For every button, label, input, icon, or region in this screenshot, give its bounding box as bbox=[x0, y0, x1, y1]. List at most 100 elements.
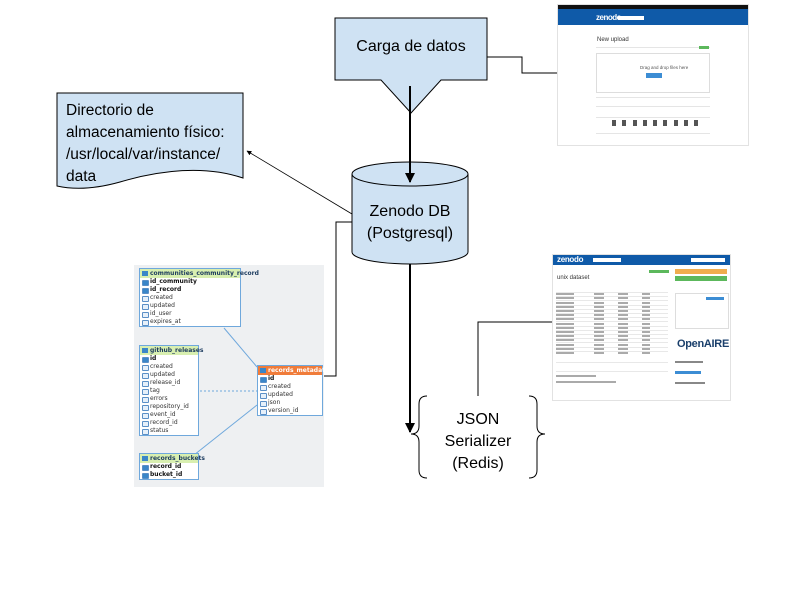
schema-column: json bbox=[258, 399, 322, 407]
divider bbox=[596, 47, 710, 48]
zenodo-logo: zenodo bbox=[557, 255, 584, 264]
carga-shape bbox=[334, 17, 488, 114]
schema-table-header: github_releases bbox=[140, 346, 203, 355]
schema-column: record_id bbox=[140, 419, 198, 427]
connector-serializer-screenshot bbox=[477, 321, 555, 396]
table-cell bbox=[618, 326, 628, 329]
table-cell bbox=[594, 318, 604, 321]
table-cell bbox=[618, 343, 628, 346]
table-row bbox=[556, 334, 668, 335]
table-cell bbox=[594, 301, 604, 304]
schema-column: id bbox=[140, 355, 198, 363]
zenodo-navbar bbox=[558, 9, 748, 25]
table-cell bbox=[642, 326, 650, 329]
table-row bbox=[556, 304, 668, 306]
table-cell bbox=[556, 310, 574, 312]
table-cell bbox=[642, 335, 650, 338]
schema-column: status bbox=[140, 427, 198, 435]
choose-files-button bbox=[646, 73, 662, 78]
schema-column: release_id bbox=[140, 379, 198, 387]
table-cell bbox=[556, 318, 574, 321]
table-cell bbox=[556, 322, 574, 325]
table-row bbox=[556, 313, 668, 314]
schema-column: updated bbox=[140, 371, 198, 379]
schema-column: updated bbox=[140, 302, 240, 310]
table-cell bbox=[556, 343, 574, 346]
table-cell bbox=[594, 331, 604, 333]
schema-column: id_community bbox=[140, 278, 240, 286]
table-cell bbox=[556, 293, 574, 296]
table-cell bbox=[642, 347, 650, 350]
zenodo-db-shape bbox=[351, 161, 469, 265]
row-text bbox=[556, 375, 596, 377]
table-cell bbox=[642, 305, 650, 308]
dropzone bbox=[596, 53, 710, 93]
dropzone-text: Drag and drop files here bbox=[640, 65, 689, 70]
table-row bbox=[556, 300, 668, 302]
table-cell bbox=[594, 293, 604, 296]
divider bbox=[556, 371, 668, 372]
serializer-line: JSON bbox=[456, 411, 500, 428]
upload-type-icon bbox=[694, 120, 698, 126]
divider bbox=[596, 106, 710, 107]
row-text bbox=[556, 381, 616, 383]
record-title: unix dataset bbox=[557, 275, 590, 281]
schema-column: record_id bbox=[140, 463, 198, 471]
sidebar-text bbox=[675, 382, 705, 384]
table-row bbox=[556, 329, 668, 331]
table-cell bbox=[556, 301, 574, 304]
table-cell bbox=[642, 314, 650, 317]
navbar-search bbox=[593, 258, 621, 262]
table-cell bbox=[642, 339, 650, 342]
carga-label: Carga de datos bbox=[356, 38, 466, 55]
serializer-line: (Redis) bbox=[452, 455, 504, 472]
sidebar-green-bar bbox=[675, 276, 727, 281]
table-cell bbox=[594, 335, 604, 338]
db-line: (Postgresql) bbox=[366, 225, 454, 242]
schema-column: created bbox=[258, 383, 322, 391]
schema-column: errors bbox=[140, 395, 198, 403]
schema-column: id bbox=[258, 375, 322, 383]
upload-type-icon bbox=[653, 120, 657, 126]
directorio-shape bbox=[56, 92, 244, 189]
upload-type-icon bbox=[663, 120, 667, 126]
arrow-db-to-directorio bbox=[246, 150, 353, 215]
table-cell bbox=[618, 347, 628, 350]
table-cell bbox=[642, 343, 650, 346]
table-cell bbox=[594, 339, 604, 342]
serializer-line: Serializer bbox=[444, 433, 512, 450]
table-cell bbox=[618, 318, 628, 321]
table-cell bbox=[594, 297, 604, 300]
sidebar-orange-bar bbox=[675, 269, 727, 274]
open-access-badge bbox=[649, 270, 669, 273]
schema-table-header: communities_community_record bbox=[140, 269, 259, 278]
directorio-line: data bbox=[66, 168, 97, 185]
zenodo-db-label: Zenodo DB (Postgresql) bbox=[352, 201, 468, 245]
table-cell bbox=[618, 314, 628, 317]
table-row bbox=[556, 296, 668, 298]
directorio-label: Directorio de almacenamiento físico: /us… bbox=[66, 100, 246, 188]
zenodo-logo: zenodo bbox=[596, 13, 622, 22]
table-cell bbox=[618, 293, 628, 296]
navbar-user bbox=[691, 258, 725, 262]
table-cell bbox=[556, 305, 574, 308]
table-cell bbox=[642, 293, 650, 296]
divider bbox=[556, 362, 668, 363]
upload-type-icon bbox=[612, 120, 616, 126]
openaire-logo: OpenAIRE bbox=[677, 338, 729, 350]
table-cell bbox=[556, 297, 574, 300]
table-cell bbox=[618, 335, 628, 338]
table-cell bbox=[618, 297, 628, 300]
table-cell bbox=[556, 339, 574, 342]
table-cell bbox=[642, 322, 650, 325]
schema-column: updated bbox=[258, 391, 322, 399]
table-cell bbox=[594, 347, 604, 350]
table-cell bbox=[594, 305, 604, 308]
table-cell bbox=[618, 352, 628, 354]
table-row bbox=[556, 342, 668, 344]
db-line: Zenodo DB bbox=[369, 203, 451, 220]
